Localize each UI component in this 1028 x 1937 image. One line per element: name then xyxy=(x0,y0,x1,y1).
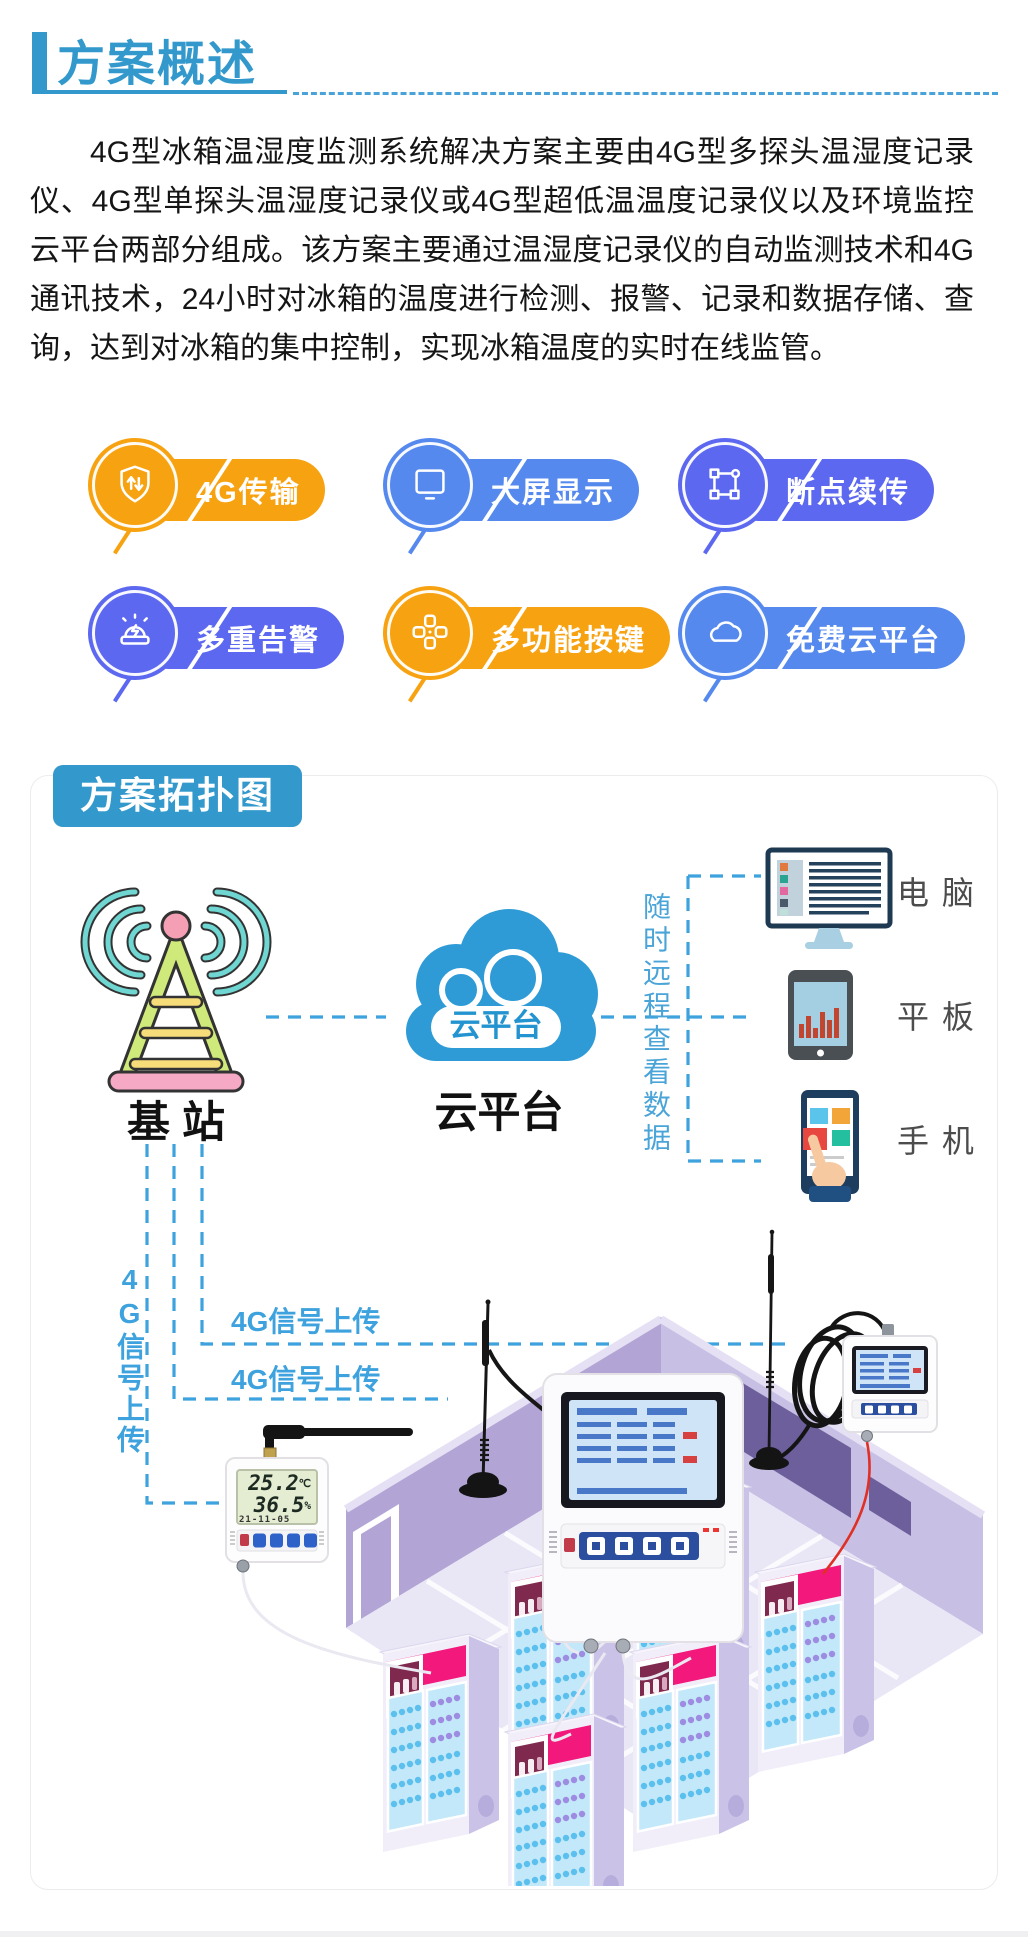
feature-badge-4g: 4G传输 xyxy=(88,438,383,555)
feature-row: 多重告警 多功能按键 xyxy=(88,586,968,703)
base-station-label: 基 站 xyxy=(127,1099,225,1147)
icon-ring xyxy=(682,442,768,528)
title-underline xyxy=(32,90,287,94)
feature-label: 大屏显示 xyxy=(491,477,616,509)
feature-badge-cloud: 免费云平台 xyxy=(678,586,973,703)
feature-badges: 4G传输 大屏显示 xyxy=(88,438,968,703)
feature-badge-resume: 断点续传 xyxy=(678,438,973,555)
computer-icon xyxy=(765,847,893,949)
alarm-siren-icon xyxy=(120,613,150,645)
device-label-tablet: 平 板 xyxy=(897,999,976,1035)
title-dashed-rule xyxy=(293,92,998,95)
upload-label-1: 4G信号上传 xyxy=(231,1306,381,1337)
topology-title: 方案拓扑图 xyxy=(53,765,302,827)
cloud-inner-label: 云平台 xyxy=(449,1008,543,1043)
feature-label: 多重告警 xyxy=(196,625,321,657)
feature-badge-display: 大屏显示 xyxy=(383,438,678,555)
route-nodes-icon xyxy=(709,468,741,500)
temperature-logger-right xyxy=(842,1324,938,1442)
temperature-logger-center xyxy=(542,1373,744,1654)
refrigerator xyxy=(628,1632,753,1854)
device-label-computer: 电 脑 xyxy=(897,875,976,911)
dashed-links xyxy=(145,874,789,1505)
logger-humidity-readout: 36.5% xyxy=(253,1493,311,1517)
feature-badge-alarm: 多重告警 xyxy=(88,586,383,703)
upload-label-2: 4G信号上传 xyxy=(231,1364,381,1395)
hand-pointer-icon xyxy=(807,1134,851,1202)
base-station-icon xyxy=(80,887,272,1093)
overview-paragraph: 4G型冰箱温湿度监测系统解决方案主要由4G型多探头温湿度记录仪、4G型单探头温湿… xyxy=(30,136,974,365)
cloud-icon xyxy=(709,621,742,642)
title-accent-bar xyxy=(32,32,47,92)
signal-line-right xyxy=(200,1144,789,1346)
shield-sync-icon xyxy=(120,465,150,503)
cloud-platform-icon xyxy=(406,909,598,1061)
icon-ring xyxy=(92,442,178,528)
page-bottom-divider xyxy=(0,1931,1028,1937)
topology-diagram xyxy=(80,847,986,1886)
temperature-logger-left xyxy=(225,1425,413,1573)
page-title: 方案概述 xyxy=(57,38,258,91)
whip-antenna-right xyxy=(749,1229,789,1470)
icon-ring xyxy=(387,442,473,528)
overview-header: 方案概述 xyxy=(30,28,998,104)
logger-temperature-readout: 25.2℃ xyxy=(248,1471,311,1495)
whip-antenna-center xyxy=(459,1299,507,1498)
icon-ring xyxy=(387,590,473,676)
feature-label: 多功能按键 xyxy=(491,625,647,657)
topology-card: 方案拓扑图 xyxy=(30,765,998,1890)
refrigerator xyxy=(753,1552,878,1774)
remote-view-note: 随时远程查看数据 xyxy=(640,892,671,1156)
logger-date-readout: 21-11-05 xyxy=(239,1515,291,1525)
phone-icon xyxy=(801,1090,859,1202)
monitor-icon xyxy=(415,469,445,500)
feature-label: 免费云平台 xyxy=(786,625,942,657)
upload-label-vertical: 4G信号上传 xyxy=(114,1264,145,1456)
device-label-phone: 手 机 xyxy=(897,1123,976,1159)
tablet-icon xyxy=(788,970,853,1060)
icon-ring xyxy=(682,590,768,676)
feature-badge-keys: 多功能按键 xyxy=(383,586,678,703)
red-probe-wire xyxy=(821,1441,871,1575)
signal-line-left xyxy=(145,1144,219,1505)
signal-line-mid xyxy=(172,1144,448,1401)
refrigerator xyxy=(503,1712,628,1886)
keypad-icon xyxy=(412,614,448,650)
feature-label: 断点续传 xyxy=(786,477,911,509)
cloud-platform-label: 云平台 xyxy=(434,1089,564,1137)
feature-row: 4G传输 大屏显示 xyxy=(88,438,968,555)
icon-ring xyxy=(92,590,178,676)
